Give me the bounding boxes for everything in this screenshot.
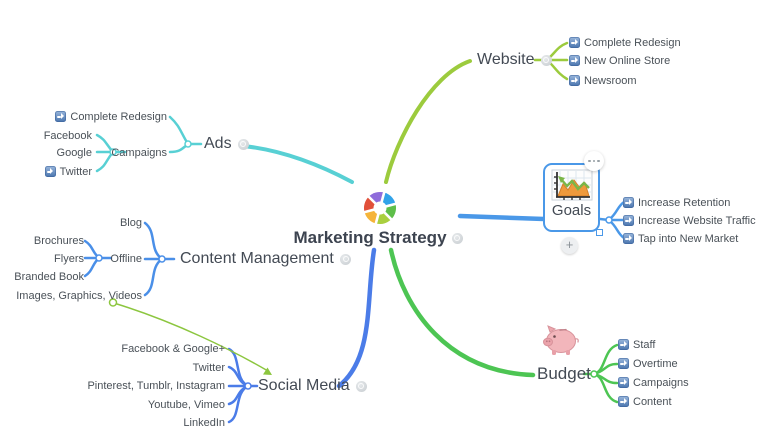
- attachment-icon[interactable]: [237, 138, 249, 150]
- connection-arrowhead: [263, 367, 272, 375]
- node-label: Content Management: [180, 250, 334, 267]
- node-overtime[interactable]: Overtime: [618, 357, 678, 370]
- attachment-icon[interactable]: [339, 253, 351, 265]
- blue-arrow-task-icon: [44, 166, 56, 177]
- node-campaigns-budget[interactable]: Campaigns: [618, 376, 689, 389]
- node-brochures[interactable]: Brochures: [34, 234, 84, 247]
- blue-arrow-task-icon: [623, 215, 634, 226]
- node-twitter-ads[interactable]: Twitter: [44, 165, 92, 178]
- blue-arrow-task-icon: [618, 377, 629, 388]
- node-label: Offline: [110, 252, 142, 265]
- blue-arrow-task-icon: [55, 111, 67, 122]
- three-dots-menu-icon[interactable]: [584, 151, 604, 171]
- node-complete-redesign-website[interactable]: Complete Redesign: [569, 36, 681, 49]
- add-child-button[interactable]: +: [561, 237, 578, 254]
- node-website[interactable]: Website: [477, 51, 552, 69]
- node-increase-website-traffic[interactable]: Increase Website Traffic: [623, 214, 756, 227]
- node-label: Complete Redesign: [70, 110, 167, 123]
- node-label: Increase Website Traffic: [638, 214, 756, 227]
- node-staff[interactable]: Staff: [618, 338, 655, 351]
- node-complete-redesign-ads[interactable]: Complete Redesign: [55, 110, 167, 123]
- node-facebook-googleplus[interactable]: Facebook & Google+: [121, 342, 225, 355]
- node-label: Facebook & Google+: [121, 342, 225, 355]
- fork-junctions: [95, 56, 613, 390]
- node-label: New Online Store: [584, 54, 671, 67]
- root-label: Marketing Strategy: [293, 228, 447, 247]
- branch-line-social-media: [336, 247, 377, 389]
- blue-arrow-task-icon: [623, 197, 634, 208]
- node-label: Flyers: [54, 252, 84, 265]
- blue-arrow-task-icon: [623, 233, 634, 244]
- blue-arrow-task-icon: [618, 358, 629, 369]
- node-increase-retention[interactable]: Increase Retention: [623, 196, 730, 209]
- node-twitter-social[interactable]: Twitter: [193, 361, 225, 374]
- node-newsroom[interactable]: Newsroom: [569, 74, 637, 87]
- node-label: Staff: [633, 338, 656, 351]
- ads-fork: [95, 115, 203, 173]
- attachment-icon[interactable]: [540, 54, 552, 66]
- node-label: Budget: [537, 364, 591, 383]
- node-label: Ads: [204, 135, 232, 152]
- node-label: Content: [633, 395, 672, 408]
- node-label: Campaigns: [633, 376, 689, 389]
- social-media-fork: [227, 347, 259, 424]
- blue-arrow-task-icon: [618, 339, 629, 350]
- node-youtube-vimeo[interactable]: Youtube, Vimeo: [148, 398, 225, 411]
- node-label: Increase Retention: [638, 196, 731, 209]
- node-label: Complete Redesign: [584, 36, 681, 49]
- branch-line-ads: [241, 144, 354, 184]
- node-label: Social Media: [258, 377, 350, 394]
- node-label: Website: [477, 51, 535, 68]
- node-label: Overtime: [633, 357, 678, 370]
- color-wheel-icon[interactable]: [360, 188, 400, 228]
- node-label: Newsroom: [584, 74, 637, 87]
- node-social-media[interactable]: Social Media: [258, 377, 367, 395]
- node-goals-selected[interactable]: Goals: [543, 163, 600, 232]
- node-label: Campaigns: [111, 146, 167, 159]
- node-label: Blog: [119, 216, 142, 229]
- branch-line-website: [384, 59, 472, 184]
- blue-arrow-task-icon: [569, 55, 580, 66]
- node-facebook[interactable]: Facebook: [44, 129, 92, 142]
- piggy-bank-image: [540, 322, 580, 358]
- blue-arrow-task-icon: [569, 37, 580, 48]
- node-label: LinkedIn: [183, 416, 225, 429]
- attachment-icon[interactable]: [451, 232, 463, 244]
- node-label: Youtube, Vimeo: [147, 398, 225, 411]
- node-label: Goals: [551, 202, 592, 219]
- selection-resize-handle[interactable]: [596, 229, 603, 236]
- node-label: Twitter: [192, 361, 225, 374]
- goals-fork: [598, 200, 626, 240]
- node-branded-book[interactable]: Branded Book: [14, 270, 84, 283]
- node-campaigns-ads[interactable]: Campaigns: [111, 146, 167, 159]
- node-label: Facebook: [43, 129, 92, 142]
- blue-arrow-task-icon: [618, 396, 629, 407]
- node-budget[interactable]: Budget: [537, 364, 591, 384]
- node-pinterest-tumblr-instagram[interactable]: Pinterest, Tumblr, Instagram: [87, 379, 225, 392]
- blue-arrow-task-icon: [569, 75, 580, 86]
- node-label: Brochures: [33, 234, 84, 247]
- node-label: Branded Book: [14, 270, 84, 283]
- chart-graph-image: [551, 169, 592, 201]
- node-label: Pinterest, Tumblr, Instagram: [87, 379, 225, 392]
- node-label: Tap into New Market: [638, 232, 739, 245]
- node-new-online-store[interactable]: New Online Store: [569, 54, 670, 67]
- node-label: Images, Graphics, Videos: [16, 289, 142, 302]
- node-content-management[interactable]: Content Management: [180, 250, 351, 268]
- branch-line-goals: [457, 213, 547, 222]
- node-blog[interactable]: Blog: [120, 216, 142, 229]
- node-label: Google: [56, 146, 92, 159]
- node-google[interactable]: Google: [57, 146, 92, 159]
- node-flyers[interactable]: Flyers: [54, 252, 84, 265]
- node-ads[interactable]: Ads: [204, 135, 249, 153]
- node-tap-into-new-market[interactable]: Tap into New Market: [623, 232, 738, 245]
- node-label: Twitter: [59, 165, 92, 178]
- node-offline[interactable]: Offline: [110, 252, 142, 265]
- root-node-marketing-strategy[interactable]: Marketing Strategy: [293, 228, 463, 248]
- node-linkedin[interactable]: LinkedIn: [183, 416, 225, 429]
- node-content-budget[interactable]: Content: [618, 395, 672, 408]
- node-images-graphics-videos[interactable]: Images, Graphics, Videos: [16, 289, 142, 302]
- branch-line-budget: [388, 247, 536, 378]
- attachment-icon[interactable]: [355, 380, 367, 392]
